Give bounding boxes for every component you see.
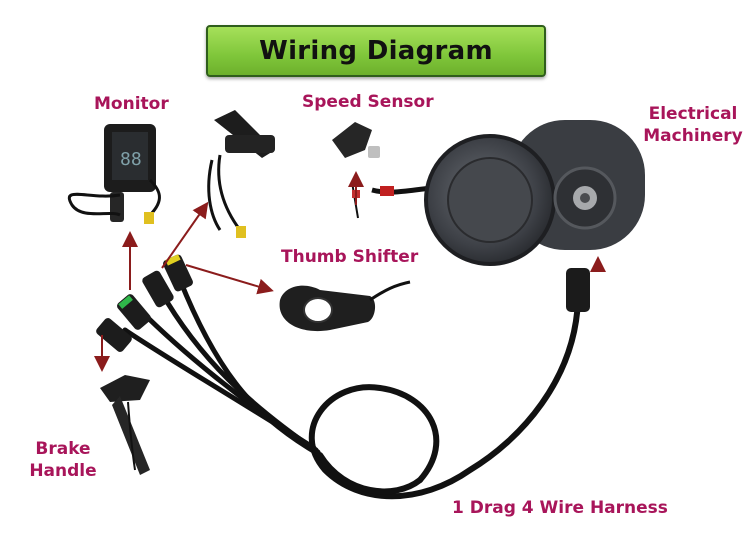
wire-plug-ends [95,253,195,353]
label-electrical-machinery-line1: Electrical [638,103,748,125]
label-electrical-machinery-line2: Machinery [638,125,748,147]
svg-text:88: 88 [120,149,142,170]
label-monitor: Monitor [94,93,169,115]
thumb-shifter-device [280,282,410,331]
label-brake-handle-line1: Brake [22,438,104,460]
motor-device [372,120,645,264]
label-speed-sensor: Speed Sensor [302,91,434,113]
motor-connector [566,268,590,312]
title-banner: Wiring Diagram [206,25,546,77]
label-brake-handle-line2: Handle [22,460,104,482]
brake-handle-device [100,375,150,475]
label-thumb-shifter: Thumb Shifter [281,246,418,268]
label-brake-handle: Brake Handle [22,438,104,482]
upper-brake-lever [209,110,275,238]
monitor-device: 88 [69,124,159,224]
diagram-title: Wiring Diagram [259,36,493,66]
label-harness: 1 Drag 4 Wire Harness [452,497,668,519]
label-electrical-machinery: Electrical Machinery [638,103,748,147]
